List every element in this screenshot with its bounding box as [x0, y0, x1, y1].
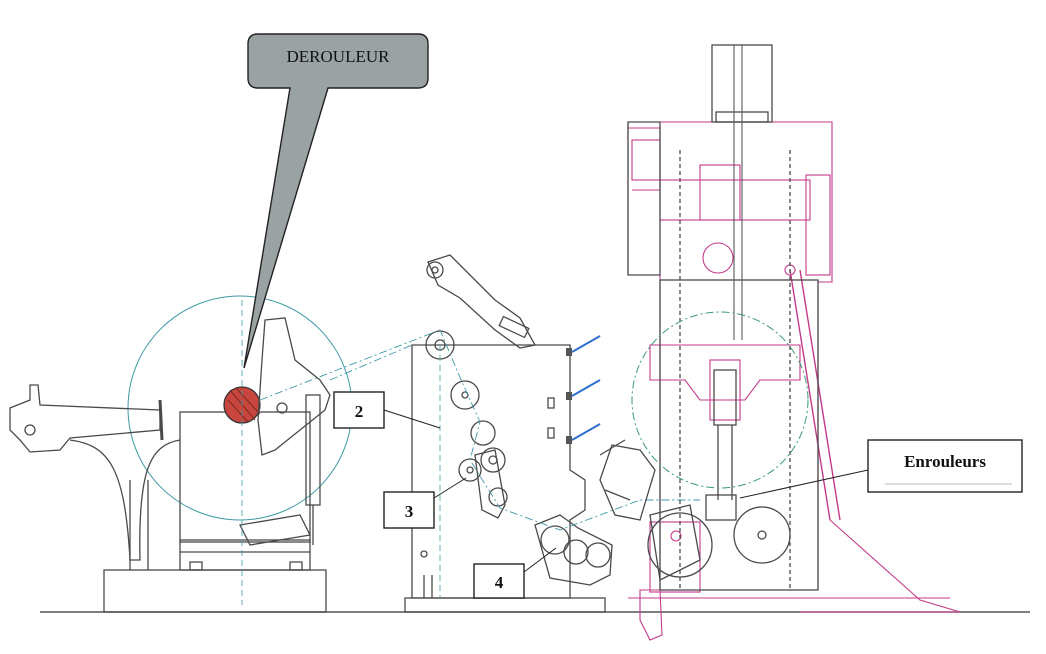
central-module	[404, 254, 613, 613]
blue-indicator-markers	[566, 335, 601, 444]
callout-3-label: 3	[405, 502, 414, 521]
callout-enrouleurs: Enrouleurs	[739, 439, 1023, 499]
callout-derouleur: DEROULEUR	[243, 33, 429, 369]
winder-tower	[627, 121, 961, 641]
callout-2: 2	[333, 391, 441, 429]
callout-3: 3	[383, 477, 467, 529]
unwinder-arm	[9, 384, 161, 453]
tower-top	[599, 44, 819, 591]
roller-a	[450, 380, 480, 410]
derouleur-label: DEROULEUR	[287, 47, 391, 66]
enrouleurs-label: Enrouleurs	[904, 452, 986, 471]
winder-green-circle	[631, 311, 809, 489]
unwinder-base	[103, 569, 327, 613]
unwinder-assembly	[9, 295, 353, 613]
callout-2-label: 2	[355, 402, 364, 421]
upper-bracket	[427, 254, 537, 349]
callout-4-label: 4	[495, 573, 504, 592]
callout-4: 4	[473, 547, 557, 599]
web-path	[259, 329, 700, 531]
